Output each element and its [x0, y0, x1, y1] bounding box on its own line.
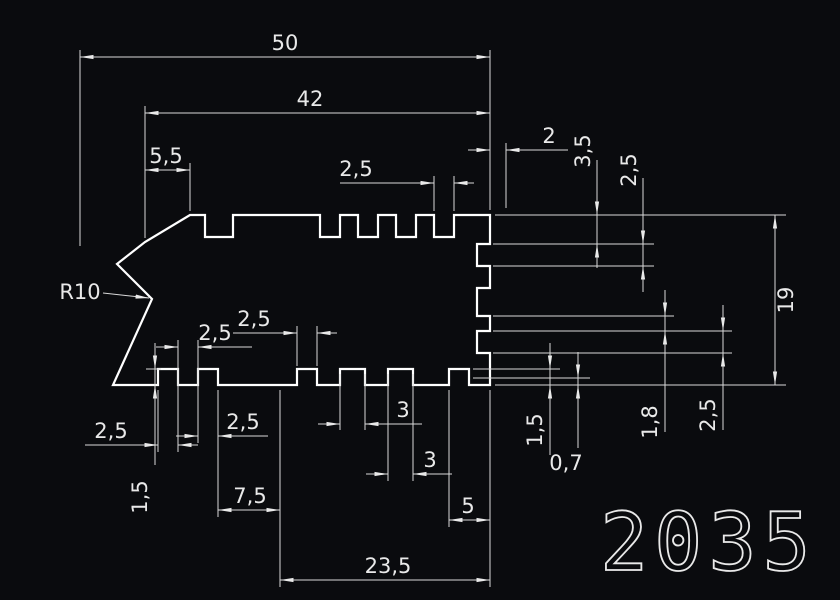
- dim-label-overall-width: 50: [272, 31, 299, 55]
- dim-label-upper-width: 42: [297, 87, 324, 111]
- dim-label-right-top: 2: [542, 124, 555, 148]
- dim-label-radius: R10: [59, 280, 100, 304]
- profile-outline: [111, 213, 492, 387]
- dim-label-mid-slot: 2,5: [237, 307, 270, 331]
- dim-label-right-slot-lower: 2,5: [696, 398, 720, 431]
- dim-label-mid-tooth: 2,5: [198, 321, 231, 345]
- dim-label-bottom-right: 5: [461, 494, 474, 518]
- dim-label-right-step-2: 0,7: [549, 451, 582, 475]
- dim-label-right-offset: 3,5: [571, 134, 595, 167]
- part-number-label: 2035: [600, 496, 817, 589]
- dim-label-right-slot-upper: 2,5: [617, 153, 641, 186]
- dim-label-bottom-slot-4: 3: [423, 448, 436, 472]
- dim-label-bottom-slot-2: 2,5: [226, 410, 259, 434]
- dim-label-bottom-slot-1: 2,5: [94, 419, 127, 443]
- dim-label-height: 19: [774, 287, 798, 314]
- dim-label-right-wall: 1,8: [638, 405, 662, 438]
- dim-label-bottom-step: 1,5: [128, 480, 152, 513]
- dimension-labels: 50 42 5,5 2,5 2 3,5 2,5 19 R10 2,5 2,5 2…: [59, 31, 798, 578]
- dim-label-left-chamfer: 5,5: [149, 144, 182, 168]
- dim-label-right-step-1: 1,5: [523, 413, 547, 446]
- dimension-lines: [80, 54, 778, 583]
- dim-label-bottom-slot-3: 3: [396, 398, 409, 422]
- dim-label-top-slot: 2,5: [339, 157, 372, 181]
- dim-label-bottom-pitch: 7,5: [233, 484, 266, 508]
- dim-label-bottom-span: 23,5: [365, 554, 412, 578]
